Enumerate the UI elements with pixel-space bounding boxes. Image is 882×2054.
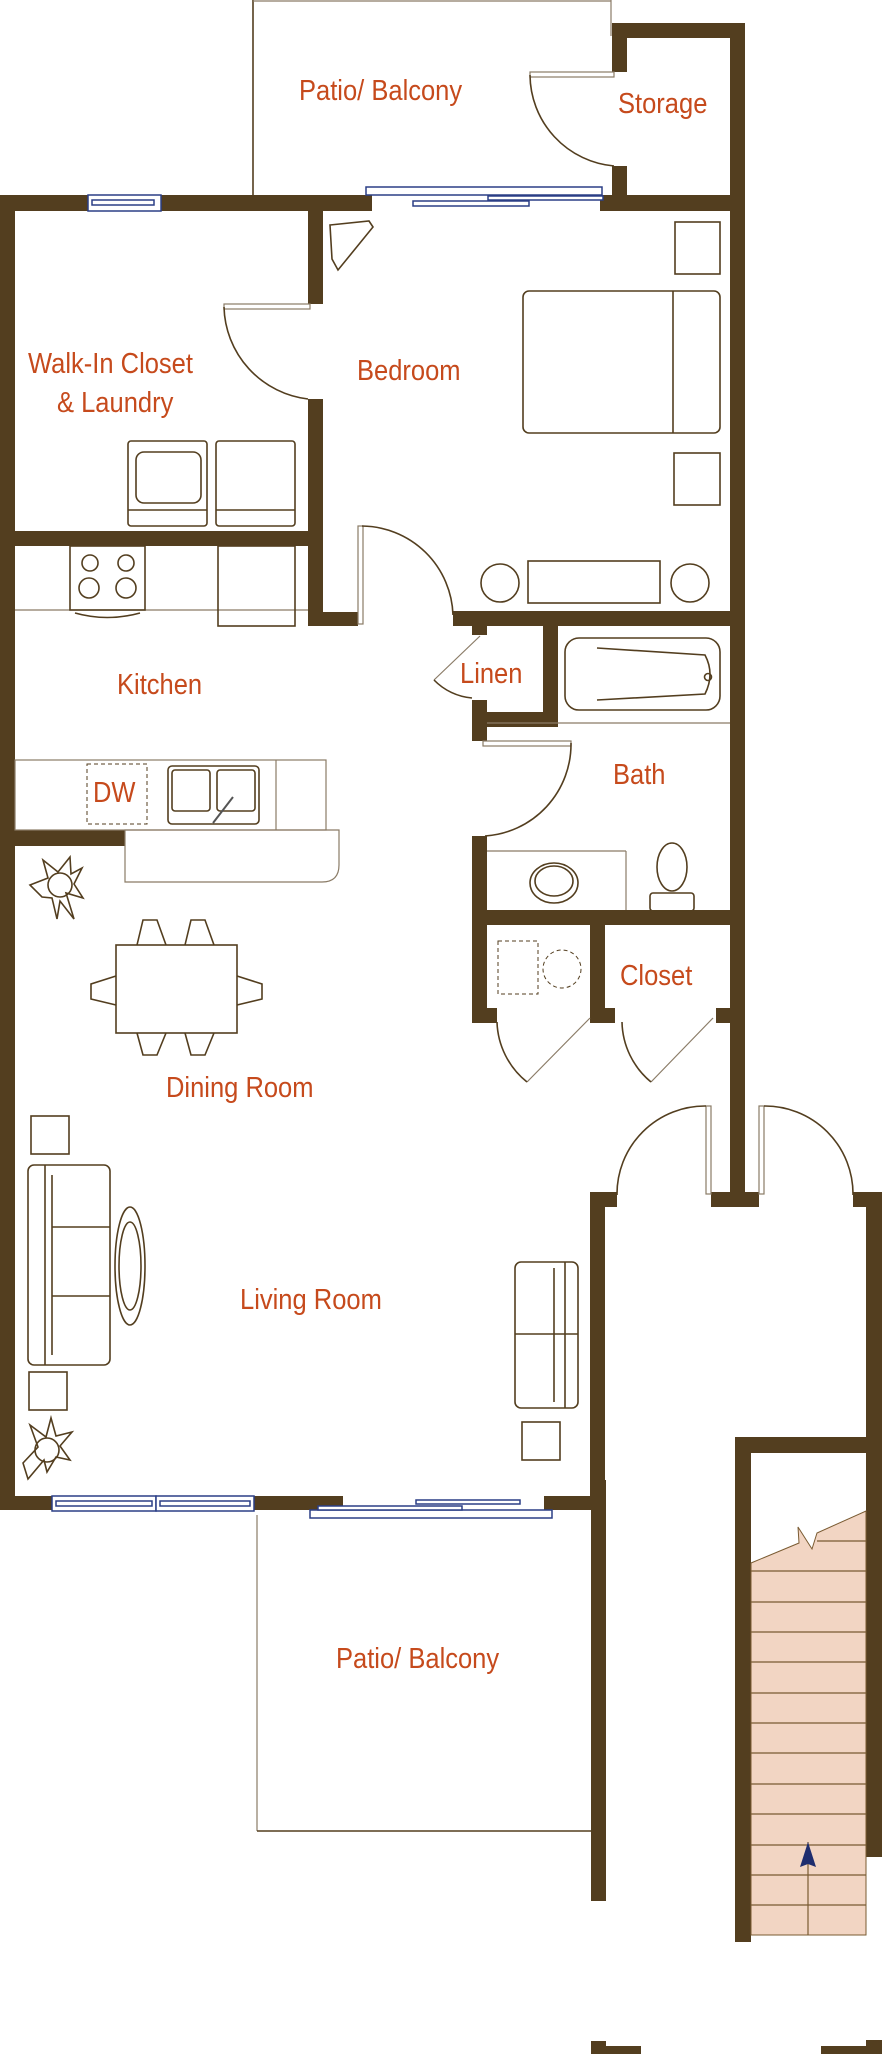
label-storage: Storage [618,88,708,120]
windows [51,186,604,1519]
washer-dryer [127,440,296,527]
label-walk-in-closet: Walk-In Closet [28,348,193,380]
patio-top-outline [252,0,612,195]
label-closet: Closet [620,960,693,992]
label-bath: Bath [613,759,666,791]
kitchen-fixtures [14,545,340,883]
label-laundry: & Laundry [57,387,174,419]
living-furniture [22,1115,579,1481]
label-dishwasher: DW [93,777,136,809]
dining-furniture [28,854,263,1056]
walls [0,23,882,2054]
patio-bottom-outline [256,1515,591,1832]
bath-fixtures [487,637,730,912]
label-dining-room: Dining Room [166,1072,314,1104]
label-patio-top: Patio/ Balcony [299,75,463,107]
label-living-room: Living Room [240,1284,382,1316]
stairs [750,1510,867,1936]
stairs-up-arrow-icon [800,1842,816,1867]
bedroom-furniture [329,220,721,604]
label-patio-bottom: Patio/ Balcony [336,1643,500,1675]
label-kitchen: Kitchen [117,669,203,701]
doors [223,71,854,1196]
label-linen: Linen [460,658,523,690]
water-heater [497,940,582,995]
label-bedroom: Bedroom [357,355,461,387]
